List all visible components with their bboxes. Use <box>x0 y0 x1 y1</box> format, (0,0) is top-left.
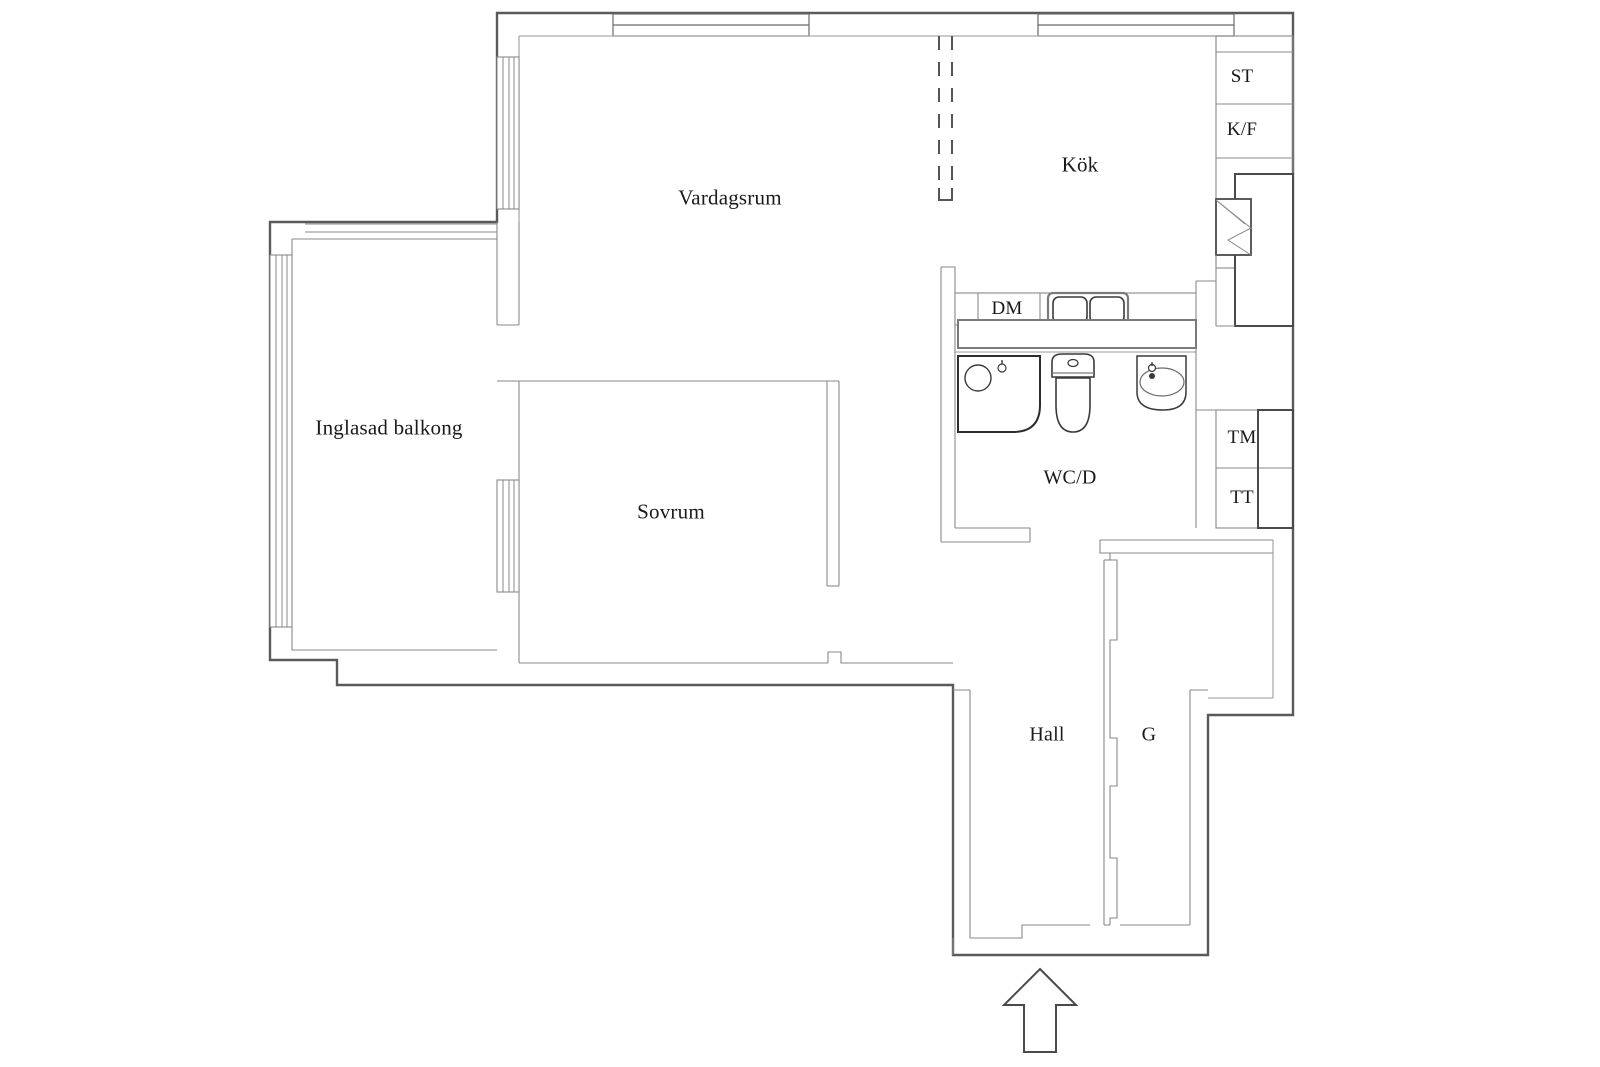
room-vardagsrum <box>496 56 520 326</box>
room-label-wcd: WC/D <box>1043 466 1097 489</box>
cooktop-icon <box>1215 198 1252 256</box>
room-label-kok: Kök <box>1061 152 1099 177</box>
room-balkong <box>269 223 497 651</box>
stove-and-counter <box>1215 173 1294 327</box>
toilet-icon <box>1051 353 1095 433</box>
room-label-sovrum: Sovrum <box>637 499 705 524</box>
shower-icon <box>957 355 1041 433</box>
appliance-label-dm: DM <box>991 298 1023 319</box>
room-wcd <box>955 348 1216 528</box>
laundry-cabinets <box>1215 409 1294 529</box>
top-windows <box>612 13 1235 37</box>
appliance-label-st: ST <box>1230 66 1254 87</box>
washbasin-icon <box>1136 355 1187 411</box>
kitchen-sink-icon <box>1046 291 1130 329</box>
room-label-balkong: Inglasad balkong <box>315 415 463 440</box>
outer-walls <box>268 11 1295 957</box>
room-hall <box>952 689 1090 955</box>
appliance-label-kf: K/F <box>1226 119 1258 140</box>
appliance-label-tt: TT <box>1230 487 1254 508</box>
partial-partition-dashed <box>938 36 953 201</box>
room-label-vardagsrum: Vardagsrum <box>678 185 782 210</box>
room-sovrum <box>496 380 953 664</box>
entrance-arrow-icon <box>1001 967 1079 1053</box>
inner-wall-faces <box>518 35 1217 222</box>
room-label-hall: Hall <box>1029 723 1065 746</box>
appliance-label-tm: TM <box>1227 427 1257 448</box>
right-inner-faces <box>1208 540 1274 699</box>
room-g-closet <box>1099 539 1273 926</box>
kitchen-counter-run <box>954 291 1197 349</box>
room-label-g: G <box>1141 723 1157 746</box>
